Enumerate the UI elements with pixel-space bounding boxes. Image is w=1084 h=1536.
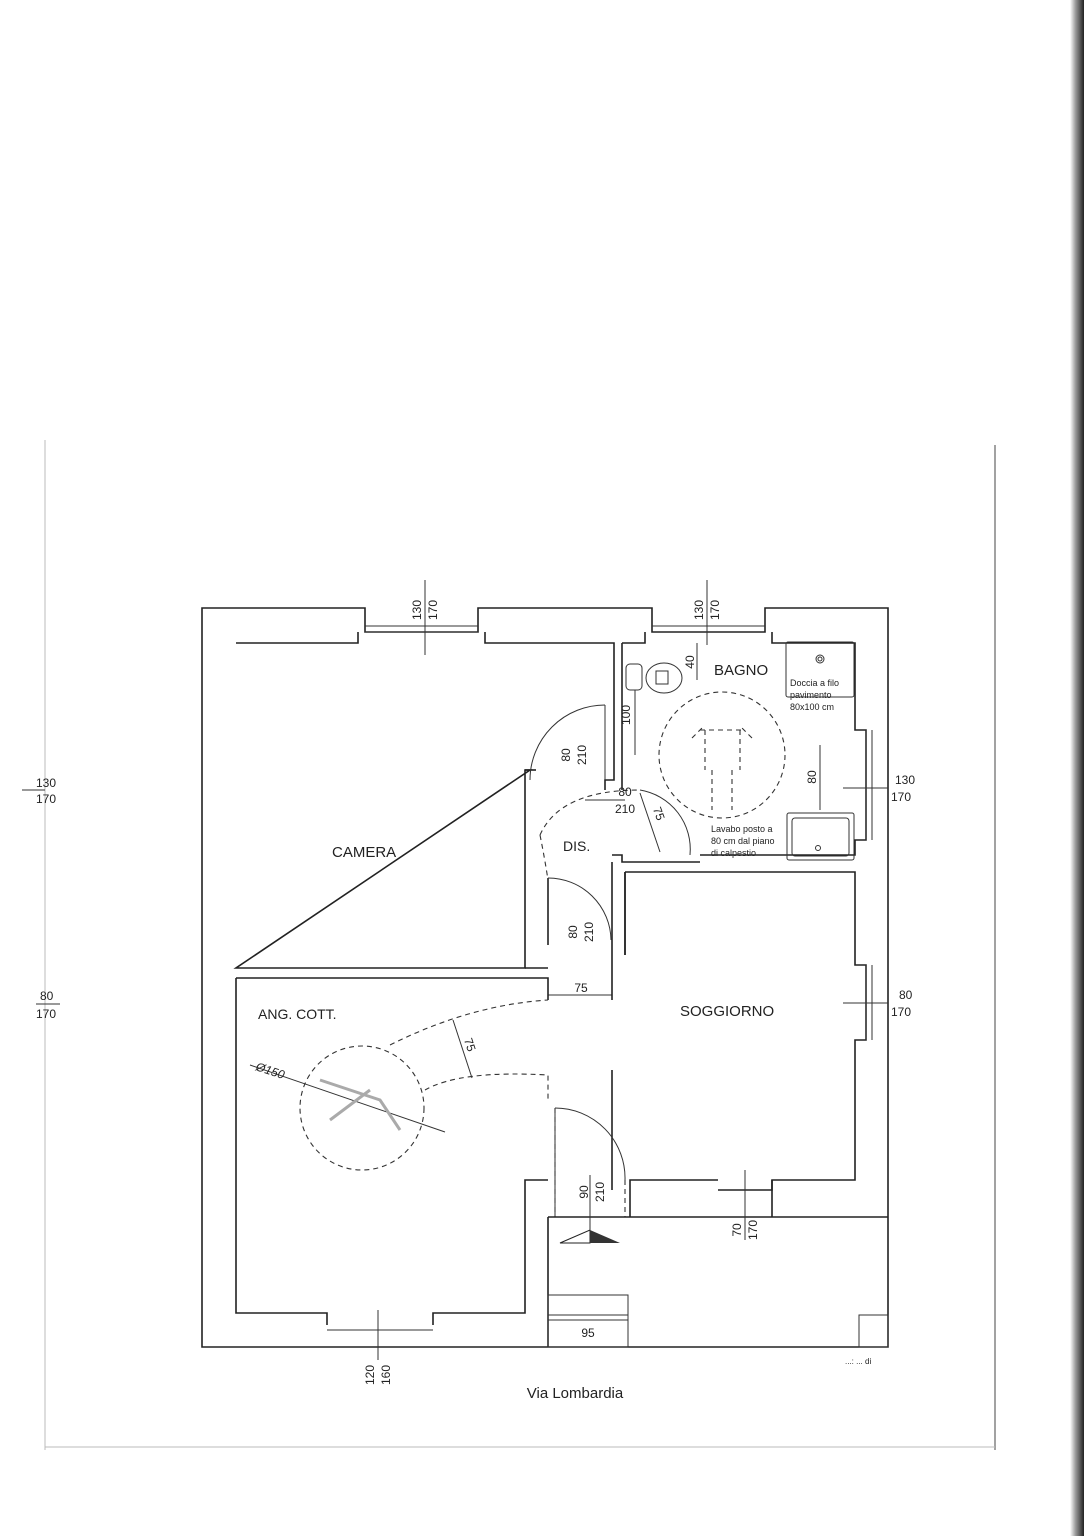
- window-label-left-lower: 80 170: [36, 989, 60, 1021]
- room-label-bagno: BAGNO: [714, 662, 768, 679]
- svg-text:170: 170: [891, 1005, 911, 1019]
- svg-text:210: 210: [615, 802, 635, 816]
- note-doccia-2: pavimento: [790, 690, 832, 700]
- svg-text:80: 80: [40, 989, 54, 1003]
- entrance-area: [547, 1216, 889, 1348]
- dim-bagno-door-clear: 75: [650, 805, 668, 823]
- door-entrance: [554, 1107, 626, 1217]
- svg-text:120: 120: [363, 1365, 377, 1385]
- door-camera: [529, 704, 606, 781]
- svg-text:210: 210: [593, 1182, 607, 1202]
- wheelchair-turning-circle-kitchen: [249, 1045, 446, 1171]
- svg-text:160: 160: [379, 1365, 393, 1385]
- svg-text:170: 170: [36, 1007, 56, 1021]
- room-camera: [233, 632, 615, 969]
- room-label-camera: CAMERA: [332, 844, 396, 861]
- note-turning-circle: Ø150: [253, 1059, 287, 1082]
- svg-text:130: 130: [895, 773, 915, 787]
- svg-text:80: 80: [618, 785, 632, 799]
- room-label-soggiorno: SOGGIORNO: [680, 1003, 774, 1020]
- window-label-cucina-bottom: 120 160: [363, 1365, 393, 1385]
- door-label-corridor: 80 210: [566, 922, 596, 942]
- svg-text:80: 80: [559, 748, 573, 762]
- door-bagno: [539, 789, 691, 856]
- svg-text:210: 210: [575, 745, 589, 765]
- svg-text:210: 210: [582, 922, 596, 942]
- entrance-arrow-icon: [559, 1229, 591, 1244]
- room-label-dis: DIS.: [563, 838, 590, 854]
- room-label-ang-cott: ANG. COTT.: [258, 1006, 337, 1022]
- window-label-camera-top: 130 170: [410, 600, 440, 620]
- svg-text:130: 130: [36, 776, 56, 790]
- dim-step-width: 95: [581, 1326, 595, 1340]
- door-label-camera: 80 210: [559, 745, 589, 765]
- dimension-lines: [22, 580, 888, 1360]
- stray-scan-text: ...: ... di: [845, 1357, 871, 1366]
- window-label-soggiorno-right: 80 170: [891, 988, 913, 1019]
- room-soggiorno: [611, 871, 873, 1217]
- svg-text:170: 170: [708, 600, 722, 620]
- svg-text:130: 130: [692, 600, 706, 620]
- note-doccia-3: 80x100 cm: [790, 702, 834, 712]
- window-label-bagno-top: 130 170: [692, 600, 722, 620]
- scan-edge: [1070, 0, 1084, 1536]
- shower-tray: [785, 641, 855, 698]
- note-lavabo-3: di calpestio: [711, 848, 756, 858]
- door-label-bagno: 80 210: [615, 785, 635, 816]
- door-label-entrance: 90 210: [577, 1182, 607, 1202]
- note-lavabo-2: 80 cm dal piano: [711, 836, 775, 846]
- svg-text:170: 170: [36, 792, 56, 806]
- window-label-soggiorno-bottom: 70 170: [730, 1220, 760, 1240]
- dim-wc-side: 40: [683, 655, 697, 669]
- svg-text:170: 170: [746, 1220, 760, 1240]
- corridor-dis: [236, 834, 626, 1000]
- window-label-bagno-right: 130 170: [891, 773, 915, 804]
- note-lavabo-1: Lavabo posto a: [711, 824, 773, 834]
- svg-text:170: 170: [891, 790, 911, 804]
- window-camera-top: [365, 625, 478, 633]
- svg-text:90: 90: [577, 1185, 591, 1199]
- window-label-left-upper: 130 170: [36, 776, 56, 806]
- entrance-arrow-fill: [590, 1230, 620, 1243]
- room-ang-cott: [235, 978, 549, 1331]
- street-label: Via Lombardia: [527, 1385, 624, 1402]
- wc-icon: [625, 662, 683, 694]
- svg-text:80: 80: [899, 988, 913, 1002]
- dim-corridor-width: 75: [574, 981, 588, 995]
- wheelchair-turning-circle-bagno: [658, 691, 786, 819]
- dim-wc-front: 100: [619, 705, 633, 725]
- dim-lavabo-front: 80: [805, 770, 819, 784]
- note-doccia-1: Doccia a filo: [790, 678, 839, 688]
- svg-text:70: 70: [730, 1223, 744, 1237]
- room-bagno: [612, 625, 873, 863]
- dim-kitchen-passage: 75: [461, 1036, 479, 1053]
- washbasin-icon: [786, 812, 855, 861]
- svg-text:80: 80: [566, 925, 580, 939]
- svg-text:170: 170: [426, 600, 440, 620]
- svg-text:130: 130: [410, 600, 424, 620]
